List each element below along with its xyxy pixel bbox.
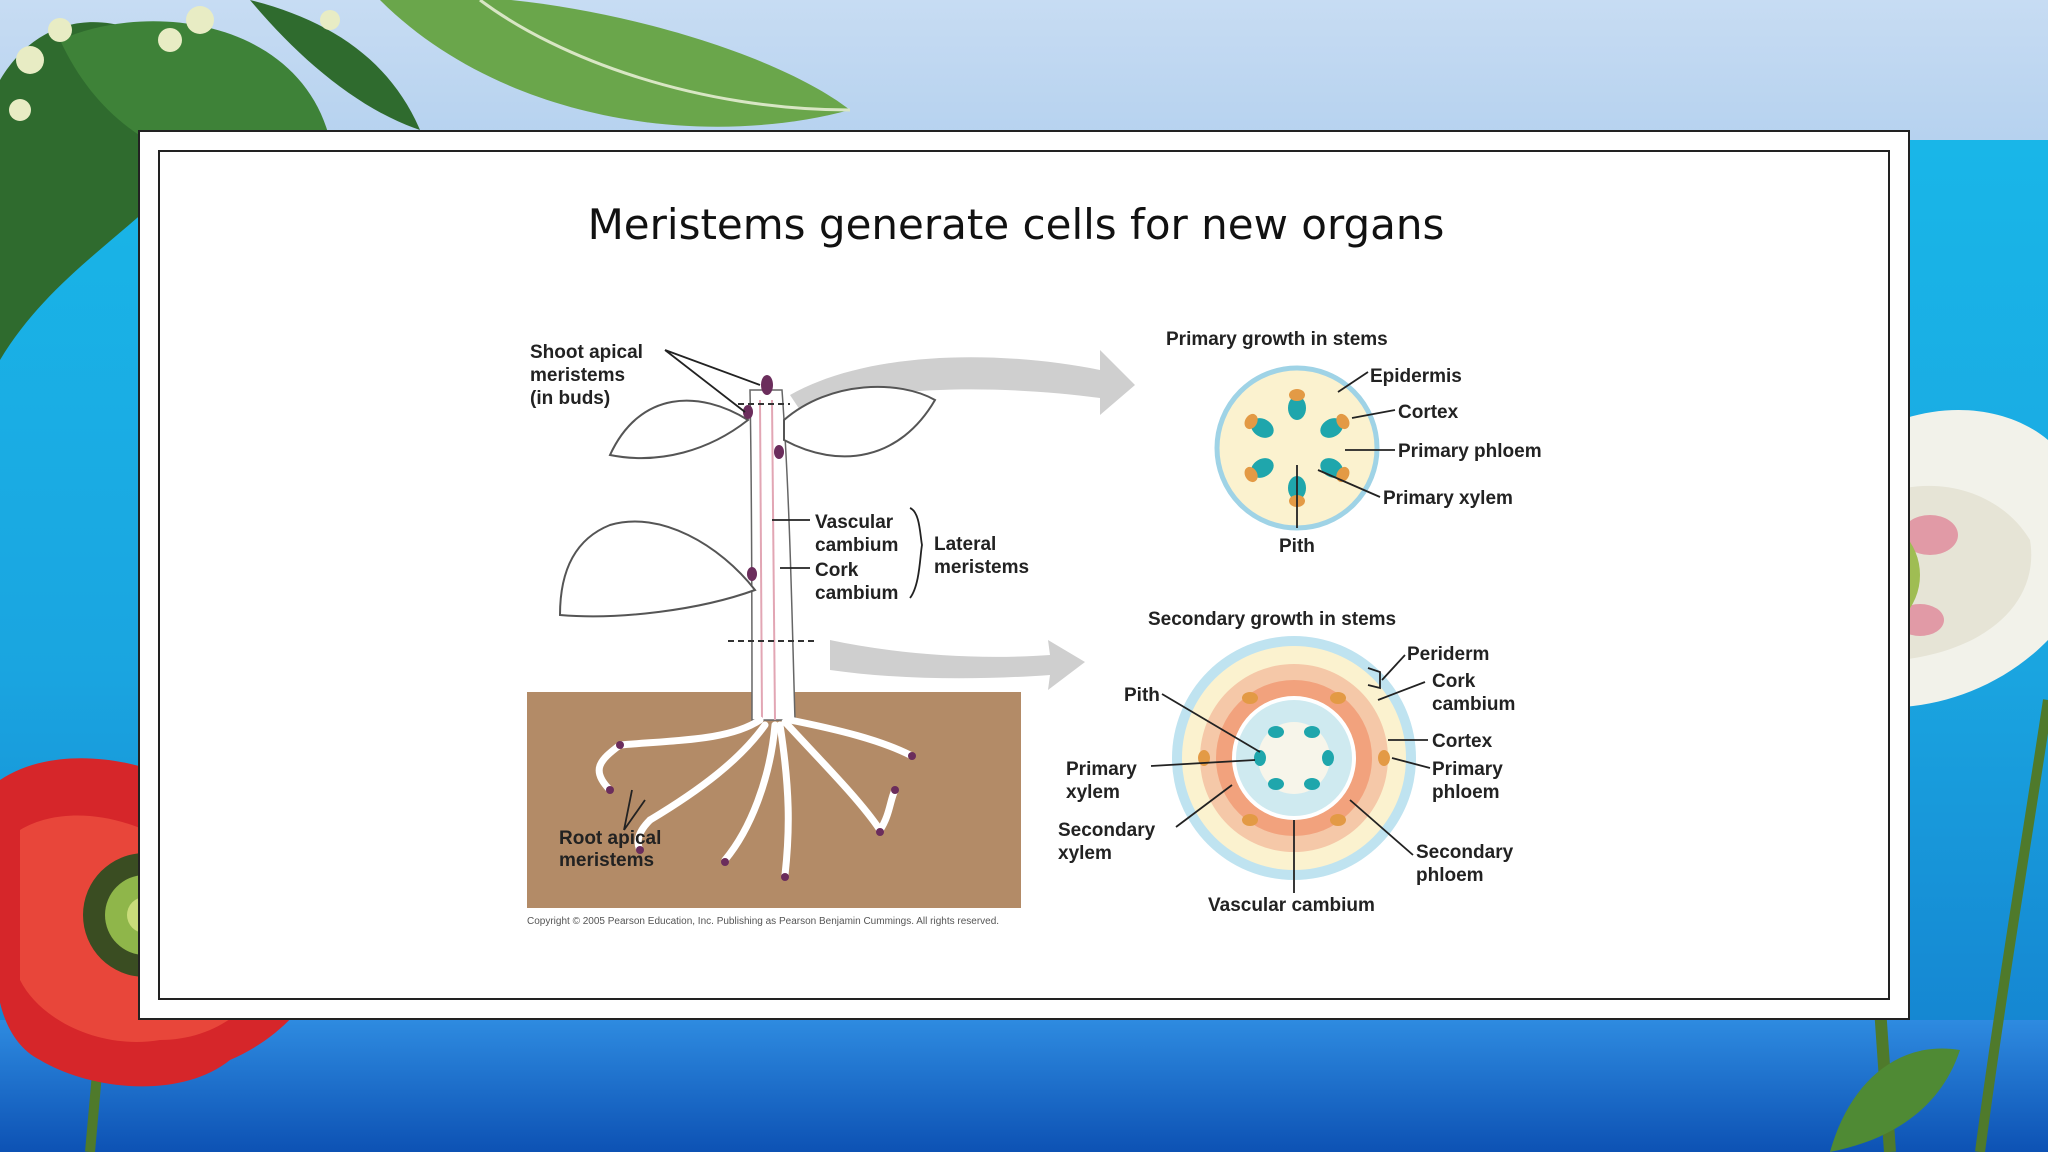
secondary-label-secondary-xylem-2: xylem	[1058, 843, 1112, 864]
label-vascular-cambium-2: cambium	[815, 535, 898, 556]
plant-illustration: Shoot apical meristems (in buds) Vascula…	[527, 342, 1135, 927]
slide-frame-inner	[158, 150, 1890, 1000]
secondary-primary-phloem-caps	[1198, 692, 1390, 826]
secondary-label-vascular-cambium: Vascular cambium	[1208, 895, 1375, 916]
secondary-label-secondary-phloem-1: Secondary	[1416, 842, 1514, 863]
secondary-label-primary-xylem-2: xylem	[1066, 782, 1120, 803]
arrow-to-secondary	[830, 640, 1085, 690]
roots	[595, 716, 914, 879]
secondary-label-primary-phloem-2: phloem	[1432, 782, 1500, 803]
secondary-pith	[1258, 722, 1330, 794]
secondary-label-secondary-phloem-2: phloem	[1416, 865, 1484, 886]
primary-heading: Primary growth in stems	[1166, 329, 1388, 350]
slide-title: Meristems generate cells for new organs	[587, 200, 1445, 249]
label-vascular-cambium-1: Vascular	[815, 512, 894, 533]
primary-label-phloem: Primary phloem	[1398, 441, 1542, 462]
secondary-heading: Secondary growth in stems	[1148, 609, 1396, 630]
secondary-growth-section: Secondary growth in stems	[1058, 609, 1515, 916]
label-shoot-apical-2: meristems	[530, 365, 625, 386]
label-lateral-meristems-2: meristems	[934, 557, 1029, 578]
secondary-primary-xylem-bundles	[1254, 726, 1334, 790]
secondary-label-pith: Pith	[1124, 685, 1160, 706]
label-root-apical-1: Root apical	[559, 828, 661, 849]
label-cork-cambium-2: cambium	[815, 583, 898, 604]
primary-label-xylem: Primary xylem	[1383, 488, 1513, 509]
arrow-to-primary	[790, 350, 1135, 415]
deep-blue-band	[0, 1020, 2048, 1152]
secondary-label-primary-xylem-1: Primary	[1066, 759, 1137, 780]
copyright-text: Copyright © 2005 Pearson Education, Inc.…	[527, 916, 999, 927]
label-shoot-apical-3: (in buds)	[530, 388, 610, 409]
apical-bud	[761, 375, 773, 395]
primary-label-pith: Pith	[1279, 536, 1315, 557]
label-root-apical-2: meristems	[559, 850, 654, 871]
root-tips	[606, 741, 916, 881]
secondary-label-cork-cambium-1: Cork	[1432, 671, 1476, 692]
label-shoot-apical-1: Shoot apical	[530, 342, 643, 363]
label-cork-cambium-1: Cork	[815, 560, 859, 581]
primary-label-cortex: Cortex	[1398, 402, 1459, 423]
primary-growth-section: Primary growth in stems Epidermis Cortex…	[1166, 329, 1542, 557]
secondary-label-secondary-xylem-1: Secondary	[1058, 820, 1156, 841]
secondary-label-cork-cambium-2: cambium	[1432, 694, 1515, 715]
leaf-left-top	[608, 399, 750, 460]
primary-label-epidermis: Epidermis	[1370, 366, 1462, 387]
secondary-label-cortex: Cortex	[1432, 731, 1493, 752]
secondary-label-primary-phloem-1: Primary	[1432, 759, 1503, 780]
leaf-cluster-top-left	[0, 0, 851, 360]
leaf-right-top	[783, 385, 937, 458]
label-lateral-meristems-1: Lateral	[934, 534, 996, 555]
secondary-label-periderm: Periderm	[1407, 644, 1489, 665]
leaf-left-lower	[558, 520, 757, 618]
